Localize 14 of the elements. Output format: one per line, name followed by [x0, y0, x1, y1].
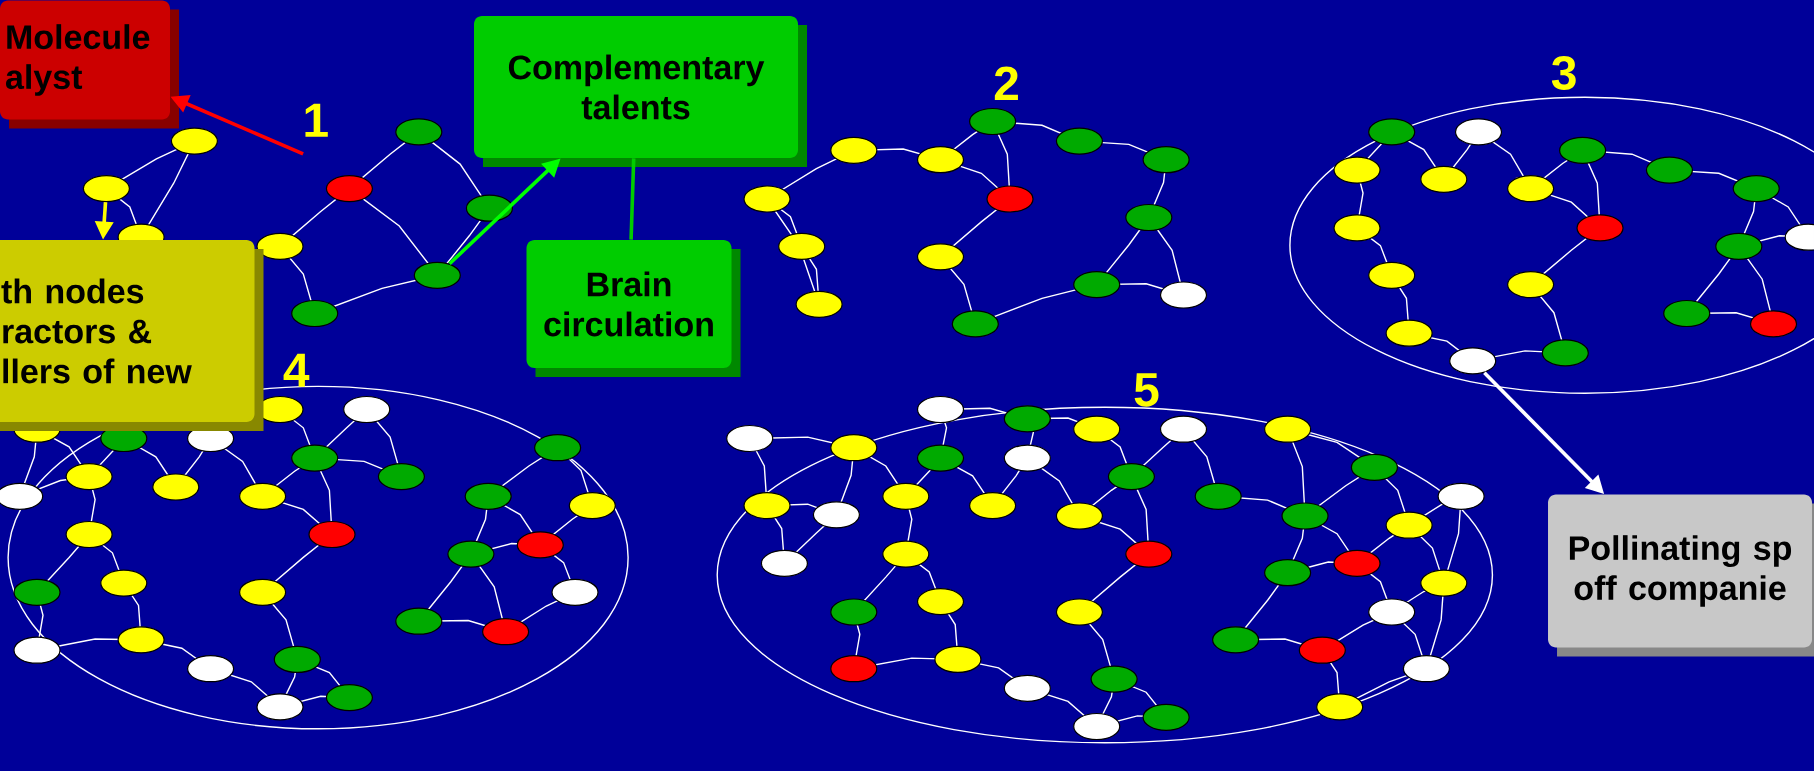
network-node [1449, 347, 1497, 375]
text-box: Complementary talents [474, 16, 807, 167]
connector-line [629, 158, 636, 240]
cluster-number: 5 [1134, 373, 1159, 407]
text-box: th nodes ractors & llers of new [0, 240, 264, 431]
cluster-number: 3 [1551, 55, 1576, 90]
text-box: Brain circulation [526, 240, 741, 377]
text-box: Molecule alyst [0, 0, 179, 129]
cluster-number: 2 [994, 66, 1018, 101]
cluster-number: 1 [305, 103, 328, 137]
cluster-number: 4 [283, 353, 310, 387]
network-node [82, 175, 130, 203]
text-box: Pollinating sp off companie [1548, 494, 1814, 657]
network-node [413, 261, 461, 289]
